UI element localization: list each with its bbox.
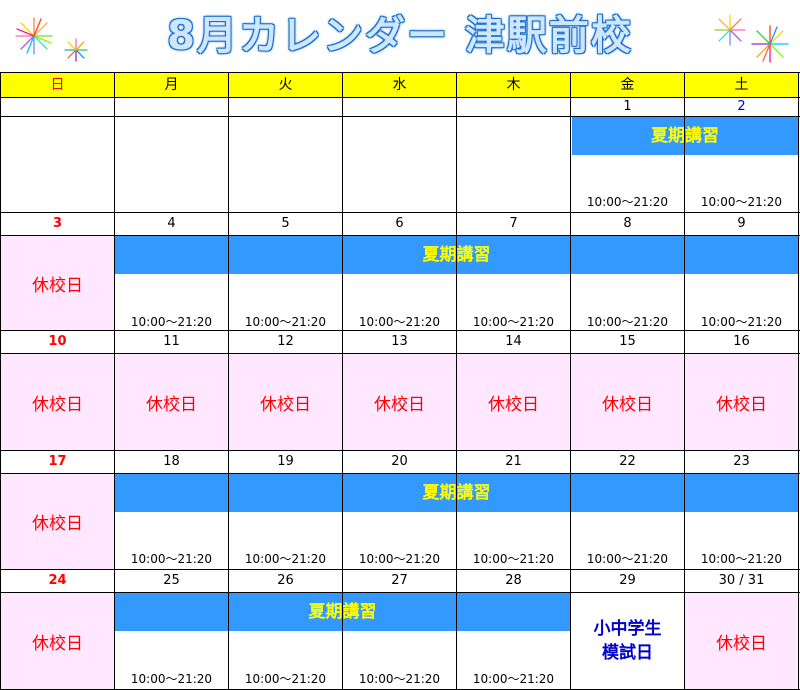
date-label: 1 bbox=[623, 99, 632, 114]
hours-label: 10:00～21:20 bbox=[586, 195, 669, 209]
date-label: 2 bbox=[737, 99, 746, 114]
date-label: 26 bbox=[277, 573, 294, 588]
date-label: 21 bbox=[505, 454, 522, 469]
mock-exam-line: 小中学生 bbox=[593, 619, 662, 639]
closed-day-cell: 休校日 bbox=[1, 354, 114, 450]
mock-exam-label: 小中学生 模試日 bbox=[571, 617, 684, 665]
hours-label: 10:00～21:20 bbox=[358, 672, 441, 686]
date-label: 27 bbox=[391, 573, 408, 588]
closed-day-cell: 休校日 bbox=[685, 354, 798, 450]
date-label: 15 bbox=[619, 334, 636, 349]
hours-label: 10:00～21:20 bbox=[472, 552, 555, 566]
date-label: 22 bbox=[619, 454, 636, 469]
date-label: 11 bbox=[163, 334, 180, 349]
date-label: 13 bbox=[391, 334, 408, 349]
date-label: 24 bbox=[48, 573, 67, 588]
date-label: 17 bbox=[48, 454, 67, 469]
hours-label: 10:00～21:20 bbox=[358, 552, 441, 566]
firework-icon bbox=[15, 17, 88, 62]
hours-label: 10:00～21:20 bbox=[244, 315, 327, 329]
date-label: 30 / 31 bbox=[718, 573, 765, 588]
page-title: 8月カレンダー 津駅前校 bbox=[167, 13, 633, 59]
hours-label: 10:00～21:20 bbox=[700, 315, 783, 329]
closed-day-cell: 休校日 bbox=[229, 354, 342, 450]
weekday-header-mon: 月 bbox=[115, 73, 228, 97]
date-label: 29 bbox=[619, 573, 636, 588]
closed-day-cell: 休校日 bbox=[1, 593, 114, 689]
hours-label: 10:00～21:20 bbox=[130, 552, 213, 566]
closed-day-cell: 休校日 bbox=[457, 354, 570, 450]
date-label: 8 bbox=[623, 216, 632, 231]
hours-label: 10:00～21:20 bbox=[700, 552, 783, 566]
closed-day-cell: 休校日 bbox=[343, 354, 456, 450]
mock-exam-line: 模試日 bbox=[602, 643, 653, 663]
hours-label: 10:00～21:20 bbox=[586, 552, 669, 566]
hours-label: 10:00～21:20 bbox=[472, 315, 555, 329]
closed-day-cell: 休校日 bbox=[115, 354, 228, 450]
weekday-header-sun: 日 bbox=[1, 73, 114, 97]
date-label: 16 bbox=[733, 334, 750, 349]
hours-label: 10:00～21:20 bbox=[244, 552, 327, 566]
date-label: 28 bbox=[505, 573, 522, 588]
closed-day-cell: 休校日 bbox=[685, 593, 798, 689]
closed-day-cell: 休校日 bbox=[1, 236, 114, 330]
hours-label: 10:00～21:20 bbox=[130, 672, 213, 686]
hours-label: 10:00～21:20 bbox=[358, 315, 441, 329]
weekday-header-wed: 水 bbox=[343, 73, 456, 97]
weekday-header-thu: 木 bbox=[457, 73, 570, 97]
date-label: 14 bbox=[505, 334, 522, 349]
date-label: 20 bbox=[391, 454, 408, 469]
date-label: 12 bbox=[277, 334, 294, 349]
date-label: 6 bbox=[395, 216, 404, 231]
date-label: 5 bbox=[281, 216, 290, 231]
date-label: 23 bbox=[733, 454, 750, 469]
hours-label: 10:00～21:20 bbox=[700, 195, 783, 209]
date-label: 3 bbox=[52, 216, 63, 231]
hours-label: 10:00～21:20 bbox=[130, 315, 213, 329]
hours-label: 10:00～21:20 bbox=[244, 672, 327, 686]
date-label: 19 bbox=[277, 454, 294, 469]
date-label: 7 bbox=[509, 216, 518, 231]
summer-course-band: 夏期講習 bbox=[572, 117, 798, 155]
date-label: 4 bbox=[167, 216, 176, 231]
date-label: 9 bbox=[737, 216, 746, 231]
weekday-header-sat: 土 bbox=[685, 73, 798, 97]
date-label: 18 bbox=[163, 454, 180, 469]
weekday-header-fri: 金 bbox=[571, 73, 684, 97]
closed-day-cell: 休校日 bbox=[571, 354, 684, 450]
weekday-header-tue: 火 bbox=[229, 73, 342, 97]
hours-label: 10:00～21:20 bbox=[472, 672, 555, 686]
firework-icon bbox=[714, 14, 789, 63]
date-label: 10 bbox=[48, 334, 67, 349]
closed-day-cell: 休校日 bbox=[1, 474, 114, 569]
date-label: 25 bbox=[163, 573, 180, 588]
hours-label: 10:00～21:20 bbox=[586, 315, 669, 329]
